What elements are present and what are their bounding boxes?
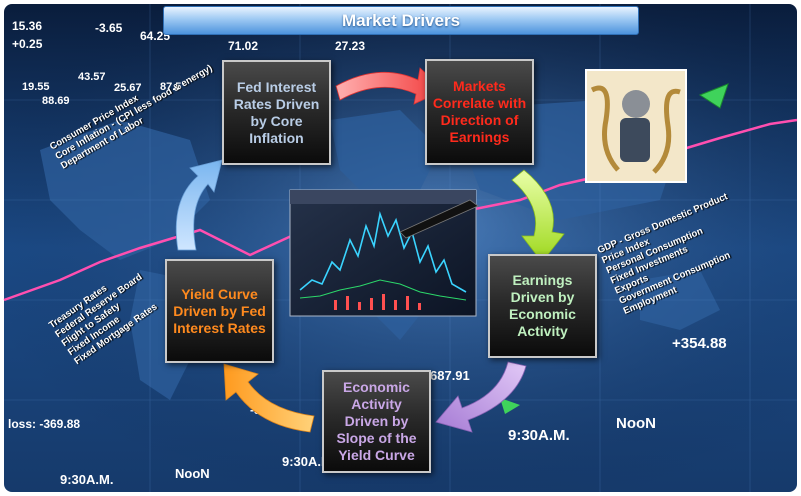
page-title: Market Drivers <box>163 6 639 35</box>
ticker-3: -3.65 <box>95 21 123 35</box>
node-markets-correlate: Markets Correlate with Direction of Earn… <box>425 59 534 165</box>
ticker-2: +0.25 <box>12 37 43 51</box>
node-earnings: Earnings Driven by Economic Activity <box>488 254 597 358</box>
node-fed-interest-rates: Fed Interest Rates Driven by Core Inflat… <box>222 60 331 165</box>
stock-chart-photo <box>289 189 479 317</box>
arrow-economic-to-yield <box>223 363 315 433</box>
ticker-5: 71.02 <box>228 39 258 53</box>
ticker-7: 19.55 <box>22 81 50 93</box>
ticker-16: loss: -369.88 <box>8 417 80 431</box>
ticker-10: 88.69 <box>42 95 70 107</box>
businessman-photo <box>585 69 687 183</box>
ticker-18: 9:30A.M. <box>60 472 113 487</box>
ticker-17: NooN <box>175 466 210 481</box>
node-economic-activity: Economic Activity Driven by Slope of the… <box>322 370 431 473</box>
ticker-14: 9:30A.M. <box>508 427 570 444</box>
ticker-13: 687.91 <box>430 368 470 383</box>
ticker-4: 64.25 <box>140 29 170 43</box>
ticker-11: 87.5 <box>160 81 181 93</box>
cycle-arrows <box>175 67 565 433</box>
ticker-1: 15.36 <box>12 19 42 33</box>
ticker-9: 25.67 <box>114 82 142 94</box>
ticker-15: NooN <box>616 415 656 432</box>
ticker-6: 27.23 <box>335 39 365 53</box>
arrow-markets-to-earnings <box>511 169 565 263</box>
ticker-8: 43.57 <box>78 71 106 83</box>
arrow-earnings-to-economic <box>435 361 527 433</box>
node-yield-curve: Yield Curve Driven by Fed Interest Rates <box>165 259 274 363</box>
ticker-12: +354.88 <box>672 335 727 352</box>
